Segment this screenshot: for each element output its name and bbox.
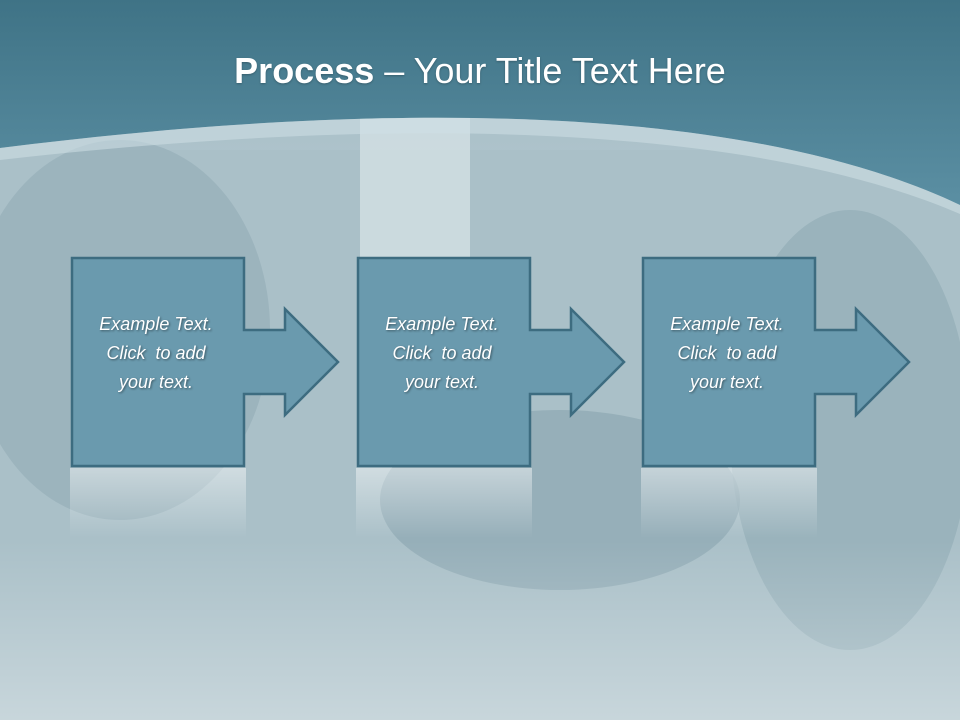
step-1-line-2: Click to add	[106, 343, 206, 363]
step-2-line-3: your text.	[404, 372, 480, 392]
step-2-reflection	[356, 468, 532, 538]
step-3-line-3: your text.	[689, 372, 765, 392]
process-step-2[interactable]: Example Text. Click to add your text.	[356, 256, 656, 468]
step-1-text: Example Text. Click to add your text.	[70, 310, 242, 397]
step-3-reflection	[641, 468, 817, 538]
process-step-3[interactable]: Example Text. Click to add your text.	[641, 256, 941, 468]
step-3-line-2: Click to add	[677, 343, 777, 363]
step-1-line-1: Example Text.	[99, 314, 213, 334]
title-rest: – Your Title Text Here	[374, 50, 726, 91]
step-1-line-3: your text.	[118, 372, 194, 392]
step-2-text: Example Text. Click to add your text.	[356, 310, 528, 397]
step-3-text: Example Text. Click to add your text.	[641, 310, 813, 397]
step-2-line-1: Example Text.	[385, 314, 499, 334]
slide-title[interactable]: Process – Your Title Text Here	[0, 50, 960, 92]
step-3-line-1: Example Text.	[670, 314, 784, 334]
step-1-arrow-shape	[70, 256, 340, 468]
step-3-arrow-shape	[641, 256, 911, 468]
step-2-arrow-shape	[356, 256, 626, 468]
step-2-line-2: Click to add	[392, 343, 492, 363]
title-bold: Process	[234, 50, 375, 91]
step-1-reflection	[70, 468, 246, 538]
process-step-1[interactable]: Example Text. Click to add your text.	[70, 256, 370, 468]
